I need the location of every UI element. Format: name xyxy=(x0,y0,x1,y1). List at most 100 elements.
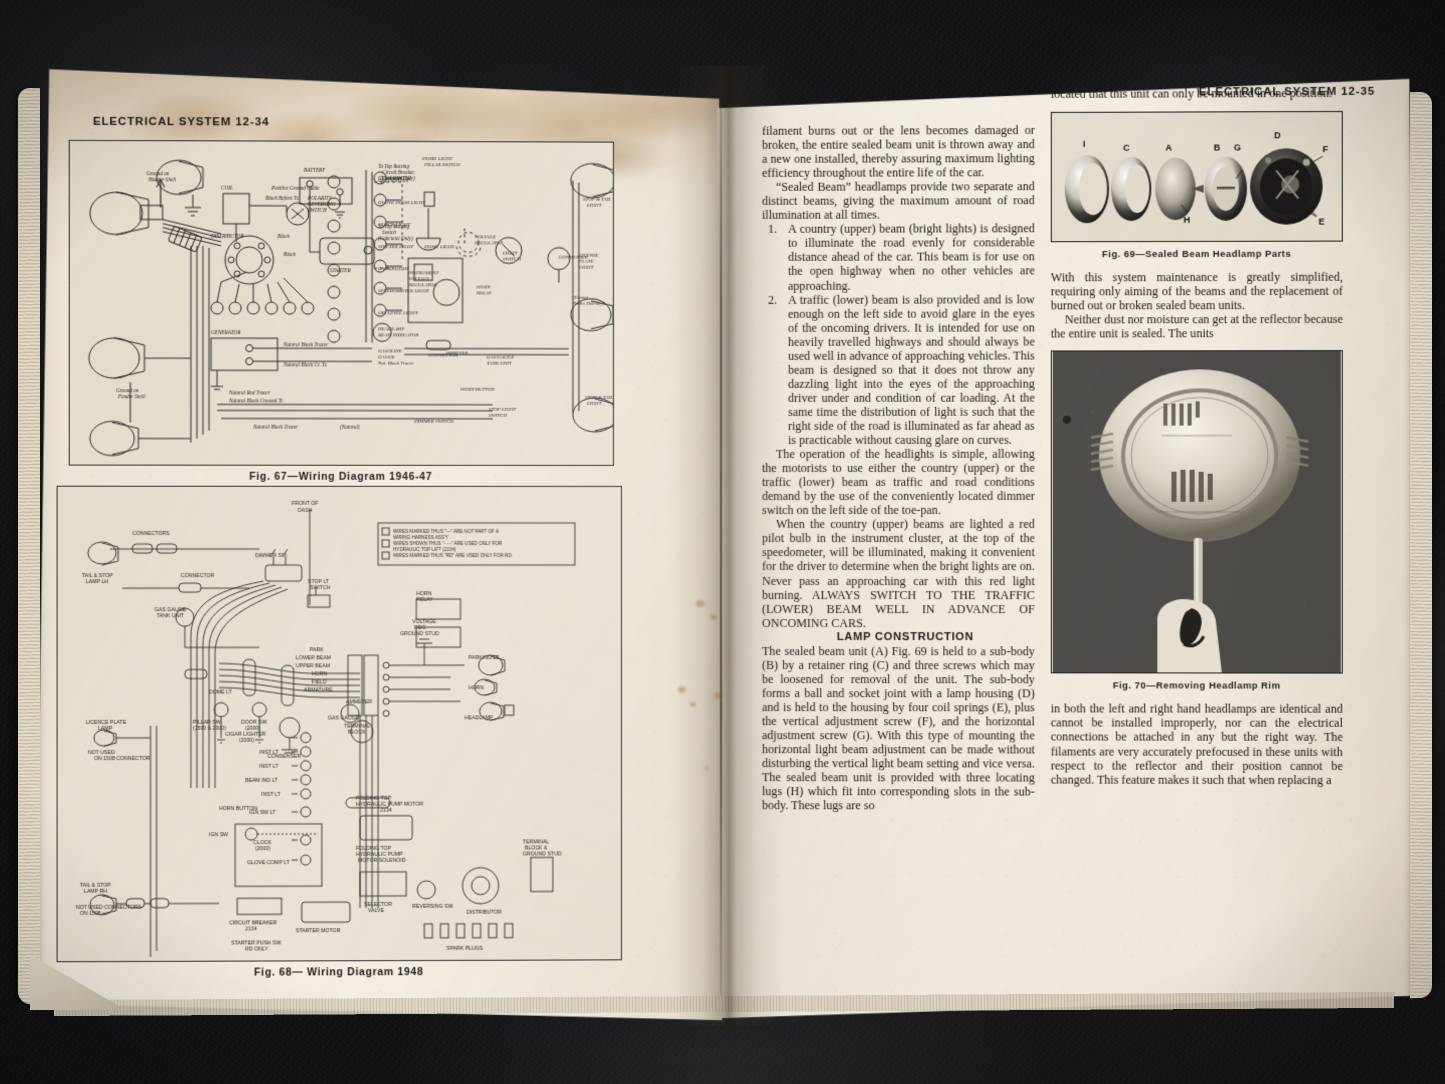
foxing-spot xyxy=(704,766,709,771)
paragraph-pilot-bulb: When the country (upper) beams are light… xyxy=(762,517,1035,630)
svg-text:(2000): (2000) xyxy=(245,726,260,732)
figure-70-image xyxy=(1051,350,1343,673)
svg-text:REVERSING: REVERSING xyxy=(307,202,336,208)
list-text: A traffic (lower) beam is also provided … xyxy=(788,291,1035,447)
svg-text:STOP LIGHT: STOP LIGHT xyxy=(489,408,518,413)
svg-text:VOLTAGE: VOLTAGE xyxy=(412,619,436,625)
svg-text:AMMETER: AMMETER xyxy=(346,699,372,705)
svg-text:GASOLINE: GASOLINE xyxy=(378,349,402,354)
svg-text:To Top Raising: To Top Raising xyxy=(378,224,410,230)
svg-text:STOP & TAIL: STOP & TAIL xyxy=(585,396,613,401)
svg-text:CLOCK: CLOCK xyxy=(253,840,272,846)
paragraph-identical-units: in both the left and right hand headlamp… xyxy=(1050,701,1343,787)
svg-text:Black Before Tr.: Black Before Tr. xyxy=(265,195,299,202)
svg-text:BEAM INDICATOR: BEAM INDICATOR xyxy=(378,333,419,338)
svg-text:REG.: REG. xyxy=(414,625,427,631)
svg-text:DASH: DASH xyxy=(298,508,313,514)
body-column-left: filament burns out or the lens becomes d… xyxy=(762,123,1035,813)
svg-text:(Natural): (Natural) xyxy=(340,424,360,431)
body-column-right: located that this unit can only be mount… xyxy=(1051,86,1343,787)
figure-caption-68: Fig. 68— Wiring Diagram 1948 xyxy=(254,967,424,979)
section-heading-lamp-construction: LAMP CONSTRUCTION xyxy=(836,630,974,643)
svg-text:GROUND STUD: GROUND STUD xyxy=(400,631,439,637)
svg-text:WIRES MARKED THUS "RD" ARE USE: WIRES MARKED THUS "RD" ARE USED ONLY FOR… xyxy=(393,553,512,558)
svg-text:SWITCH: SWITCH xyxy=(489,414,507,419)
svg-text:Positive Ground Cable: Positive Ground Cable xyxy=(270,186,320,192)
svg-text:REVERSING SW.: REVERSING SW. xyxy=(412,904,454,910)
svg-text:RADIO LIGHT: RADIO LIGHT xyxy=(377,267,410,272)
list-number: 2. xyxy=(768,292,778,307)
svg-text:(2000): (2000) xyxy=(239,738,254,744)
list-text: A country (upper) beam (bright lights) i… xyxy=(788,221,1035,293)
svg-text:LAMP RH: LAMP RH xyxy=(84,889,107,895)
svg-text:CIG LIGHTER: CIG LIGHTER xyxy=(378,179,408,184)
svg-text:Natural Black Cr. Tr.: Natural Black Cr. Tr. xyxy=(283,362,328,368)
paragraph-sealed-beam: “Sealed Beam” headlamps provide two sepa… xyxy=(762,179,1035,223)
svg-text:Natural Black Crossed Tr.: Natural Black Crossed Tr. xyxy=(228,398,284,404)
svg-text:FRONT OF: FRONT OF xyxy=(292,501,319,507)
svg-text:DOME LT: DOME LT xyxy=(209,690,233,696)
svg-text:Natural Black Tracer: Natural Black Tracer xyxy=(283,342,330,348)
svg-text:SHIFTER LIGHT: SHIFTER LIGHT xyxy=(378,245,415,250)
svg-text:LIGHT: LIGHT xyxy=(578,266,595,271)
foxing-spot xyxy=(696,600,705,607)
svg-text:DOME LIGHT: DOME LIGHT xyxy=(421,157,453,162)
svg-text:TANK UNIT: TANK UNIT xyxy=(157,613,185,619)
svg-text:WIRES SHOWN THUS "- - -" ARE U: WIRES SHOWN THUS "- - -" ARE USED ONLY F… xyxy=(393,541,502,546)
book-spine-line xyxy=(720,74,722,996)
svg-text:PILLAR SWITCH: PILLAR SWITCH xyxy=(423,163,460,168)
svg-text:VOLTAGE: VOLTAGE xyxy=(475,235,496,240)
svg-text:To Top Raising: To Top Raising xyxy=(378,164,410,170)
svg-text:CONNECTOR: CONNECTOR xyxy=(181,573,215,579)
foxing-spot xyxy=(678,686,686,693)
svg-text:LICENSE: LICENSE xyxy=(578,254,599,259)
list-item: 2. A traffic (lower) beam is also provid… xyxy=(762,292,1035,447)
svg-text:(Except: (Except xyxy=(573,296,589,301)
svg-text:NOT USED CONNECTORS: NOT USED CONNECTORS xyxy=(76,905,142,911)
svg-text:LAMP LH: LAMP LH xyxy=(86,579,109,585)
svg-text:REGULATOR: REGULATOR xyxy=(474,241,503,246)
figure-caption-70: Fig. 70—Removing Headlamp Rim xyxy=(1112,679,1281,691)
svg-text:GROUND STUD: GROUND STUD xyxy=(523,851,562,857)
svg-text:INST LT: INST LT xyxy=(259,750,279,756)
svg-text:UPPER BEAM: UPPER BEAM xyxy=(296,663,330,669)
svg-text:G: G xyxy=(1234,142,1241,152)
svg-text:ARMATURE: ARMATURE xyxy=(304,687,333,693)
svg-text:DOOR SW.: DOOR SW. xyxy=(241,720,268,726)
paragraph-filament: filament burns out or the lens becomes d… xyxy=(762,123,1035,181)
wiring-diagram-fig68: WIRES MARKED THUS "—" ARE NOT PART OF A … xyxy=(57,486,622,963)
svg-text:RELAY: RELAY xyxy=(476,292,493,297)
svg-text:OIL LEVEL LIGHT: OIL LEVEL LIGHT xyxy=(378,311,419,316)
svg-text:GAS GAUGE: GAS GAUGE xyxy=(328,716,360,722)
paragraph-maintenance: With this system maintenance is greatly … xyxy=(1050,269,1343,313)
svg-text:IGN SW: IGN SW xyxy=(209,832,228,838)
svg-text:LICENCE PLATE: LICENCE PLATE xyxy=(86,720,127,726)
svg-text:ON 1508 CONNECTOR: ON 1508 CONNECTOR xyxy=(94,756,150,762)
svg-text:REGULATOR: REGULATOR xyxy=(407,283,436,288)
svg-text:STARTER PUSH SW.: STARTER PUSH SW. xyxy=(231,940,282,946)
svg-text:SELECTOR: SELECTOR xyxy=(364,902,392,908)
svg-text:FIELD: FIELD xyxy=(312,679,327,685)
list-item: 1. A country (upper) beam (bright lights… xyxy=(762,222,1035,293)
svg-text:CONNECTOR: CONNECTOR xyxy=(428,354,457,359)
svg-text:FOLDING TOP: FOLDING TOP xyxy=(356,846,392,852)
svg-text:PARK: PARK xyxy=(310,647,324,653)
svg-text:STARTER MOTOR: STARTER MOTOR xyxy=(296,928,341,934)
svg-text:HEADLAMP: HEADLAMP xyxy=(377,327,404,332)
figure-caption-67: Fig. 67—Wiring Diagram 1946-47 xyxy=(249,471,433,483)
open-manual-book: ELECTRICAL SYSTEM 12-34 xyxy=(14,66,1432,1026)
paragraph-lamp-construction: The sealed beam unit (A) Fig. 69 is held… xyxy=(762,643,1035,813)
svg-text:HORN: HORN xyxy=(469,685,485,691)
svg-text:F: F xyxy=(1323,144,1329,154)
svg-text:(1500 & 2000): (1500 & 2000) xyxy=(193,726,226,732)
svg-text:MOTOR SOLENOID: MOTOR SOLENOID xyxy=(358,858,406,864)
svg-text:CONNECTORS: CONNECTORS xyxy=(132,531,170,537)
svg-text:BEAM IND LT: BEAM IND LT xyxy=(245,778,278,784)
svg-text:TANK UNIT: TANK UNIT xyxy=(487,362,513,367)
svg-text:HYDRAULIC TOP LIFT (2134): HYDRAULIC TOP LIFT (2134) xyxy=(393,547,456,552)
foxing-spot xyxy=(690,702,696,707)
svg-text:HORN: HORN xyxy=(476,285,491,290)
foxing-spot xyxy=(710,614,717,620)
